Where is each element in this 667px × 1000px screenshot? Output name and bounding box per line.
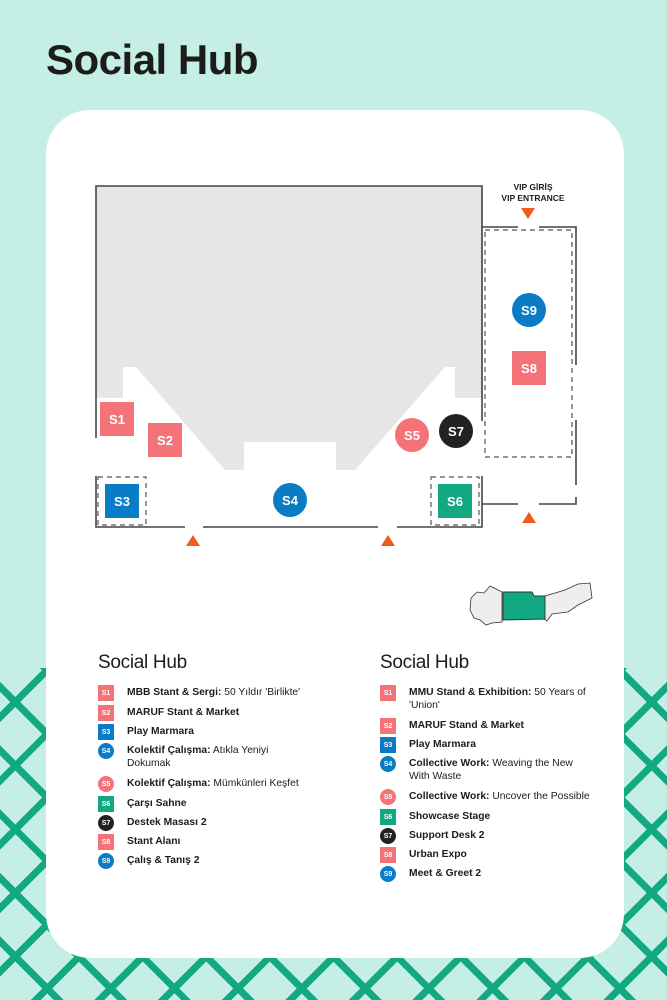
vip-entrance-label: VIP GİRİŞ VIP ENTRANCE xyxy=(483,182,583,204)
badge-s4: S4 xyxy=(380,756,396,772)
badge-s2: S2 xyxy=(380,718,396,734)
marker-s2[interactable]: S2 xyxy=(148,423,182,457)
legend-item-s9: S9 Çalış & Tanış 2 xyxy=(98,853,308,869)
item-bold: MARUF Stand & Market xyxy=(409,720,524,731)
item-bold: Collective Work: xyxy=(409,758,490,769)
legend-title: Social Hub xyxy=(98,652,187,673)
legend-item-s7: S7 Support Desk 2 xyxy=(380,828,590,844)
item-bold: Meet & Greet 2 xyxy=(409,868,482,879)
legend-item-s8: S8 Urban Expo xyxy=(380,847,590,863)
marker-s9[interactable]: S9 xyxy=(512,293,546,327)
item-bold: Collective Work: xyxy=(409,791,490,802)
legend-item-s3: S3 Play Marmara xyxy=(98,724,308,740)
legend-item-s6: S6 Showcase Stage xyxy=(380,809,590,825)
badge-s8: S8 xyxy=(98,834,114,850)
badge-s4: S4 xyxy=(98,743,114,759)
item-text: 50 Years of 'Union' xyxy=(409,687,586,711)
vip-label-en: VIP ENTRANCE xyxy=(501,193,565,203)
badge-s7: S7 xyxy=(380,828,396,844)
marker-s4[interactable]: S4 xyxy=(273,483,307,517)
vip-entrance-arrow-icon xyxy=(521,208,535,219)
item-text: Atıkla Yeniyi Dokumak xyxy=(127,745,269,769)
badge-s3: S3 xyxy=(380,737,396,753)
item-text: Uncover the Possible xyxy=(489,791,590,802)
item-bold: Play Marmara xyxy=(409,739,476,750)
legend-item-s2: S2 MARUF Stand & Market xyxy=(380,718,590,734)
badge-s8: S8 xyxy=(380,847,396,863)
badge-s6: S6 xyxy=(380,809,396,825)
marker-s8[interactable]: S8 xyxy=(512,351,546,385)
legend-item-s4: S4 Kolektif Çalışma: Atıkla Yeniyi Dokuma… xyxy=(98,743,308,770)
legend-item-s8: S8 Stant Alanı xyxy=(98,834,308,850)
legend-title: Social Hub xyxy=(380,652,469,673)
legend-item-s3: S3 Play Marmara xyxy=(380,737,590,753)
entrance-arrow-icon xyxy=(522,512,536,523)
entrance-arrow-icon xyxy=(381,535,395,546)
dashed-zones xyxy=(97,229,573,526)
item-bold: Kolektif Çalışma: xyxy=(127,778,211,789)
badge-s9: S9 xyxy=(98,853,114,869)
item-bold: Çarşı Sahne xyxy=(127,798,187,809)
item-bold: Destek Masası 2 xyxy=(127,817,207,828)
item-bold: Kolektif Çalışma: xyxy=(127,745,211,756)
item-bold: Support Desk 2 xyxy=(409,830,485,841)
legend-item-s4: S4 Collective Work: Weaving the New With … xyxy=(380,756,590,783)
badge-s6: S6 xyxy=(98,796,114,812)
legend-english: Social Hub S1 MMU Stand & Exhibition: 50 … xyxy=(380,652,590,886)
badge-s9: S9 xyxy=(380,866,396,882)
badge-s3: S3 xyxy=(98,724,114,740)
item-text: Mümkünleri Keşfet xyxy=(210,778,299,789)
location-minimap xyxy=(469,582,593,626)
badge-s1: S1 xyxy=(380,685,396,701)
legend-item-s6: S6 Çarşı Sahne xyxy=(98,796,308,812)
entrance-arrow-icon xyxy=(186,535,200,546)
legend-item-s2: S2 MARUF Stant & Market xyxy=(98,705,308,721)
item-text: Weaving the New With Waste xyxy=(409,758,573,782)
legend-item-s5: S5 Kolektif Çalışma: Mümkünleri Keşfet xyxy=(98,776,308,792)
item-bold: Urban Expo xyxy=(409,849,467,860)
legend-item-s5: S5 Collective Work: Uncover the Possible xyxy=(380,789,590,805)
badge-s7: S7 xyxy=(98,815,114,831)
legend-item-s9: S9 Meet & Greet 2 xyxy=(380,866,590,882)
item-bold: Showcase Stage xyxy=(409,811,491,822)
legend-turkish: Social Hub S1 MBB Stant & Sergi: 50 Yıldı… xyxy=(98,652,308,873)
item-text: 50 Yıldır 'Birlikte' xyxy=(221,687,301,698)
minimap-highlight xyxy=(502,591,546,621)
marker-s6[interactable]: S6 xyxy=(438,484,472,518)
item-bold: MARUF Stant & Market xyxy=(127,707,240,718)
marker-s1[interactable]: S1 xyxy=(100,402,134,436)
walls xyxy=(95,185,577,528)
legend-item-s1: S1 MBB Stant & Sergi: 50 Yıldır 'Birlikte… xyxy=(98,685,308,701)
page-title: Social Hub xyxy=(46,36,259,83)
item-bold: MMU Stand & Exhibition: xyxy=(409,687,532,698)
legend-item-s1: S1 MMU Stand & Exhibition: 50 Years of 'U… xyxy=(380,685,590,712)
legend-item-s7: S7 Destek Masası 2 xyxy=(98,815,308,831)
floor-area xyxy=(96,186,482,470)
badge-s5: S5 xyxy=(98,776,114,792)
item-bold: Çalış & Tanış 2 xyxy=(127,855,200,866)
item-bold: Stant Alanı xyxy=(127,836,181,847)
marker-s3[interactable]: S3 xyxy=(105,484,139,518)
item-bold: MBB Stant & Sergi: xyxy=(127,687,222,698)
marker-s7[interactable]: S7 xyxy=(439,414,473,448)
badge-s5: S5 xyxy=(380,789,396,805)
marker-s5[interactable]: S5 xyxy=(395,418,429,452)
badge-s1: S1 xyxy=(98,685,114,701)
vip-label-tr: VIP GİRİŞ xyxy=(513,182,553,192)
item-bold: Play Marmara xyxy=(127,726,194,737)
badge-s2: S2 xyxy=(98,705,114,721)
